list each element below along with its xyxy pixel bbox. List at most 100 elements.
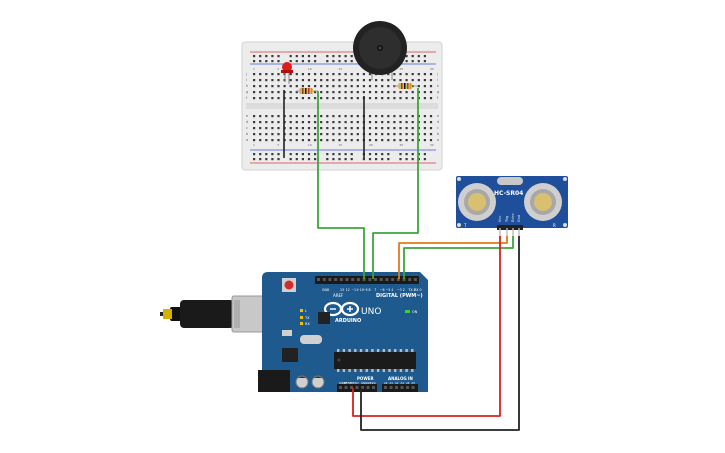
voltage-regulator [282, 348, 298, 362]
rx-led-label: RX [305, 322, 310, 326]
bb-col-label: 1 [253, 67, 255, 71]
digital-pin-label: 7 [374, 288, 376, 292]
bb-row-label: b [246, 132, 249, 136]
analog-pin-label: A1 [390, 381, 394, 385]
bb-row-label: i [437, 78, 438, 82]
bb-col-label: 20 [369, 143, 373, 147]
power-pin-label: RESET [345, 381, 354, 385]
wire-green-buzzer[interactable] [372, 88, 419, 279]
digital-pin-label: ~9 [363, 288, 368, 292]
bb-row-label: f [437, 96, 439, 100]
sensor-model-label: HC-SR04 [494, 190, 523, 197]
bb-row-label: d [437, 120, 439, 124]
capacitor-small [282, 330, 292, 336]
breadboard[interactable]: jjiihhggffeeddccbbaa11551010151520202525… [241, 41, 443, 171]
digital-gnd-label: GND [322, 288, 330, 292]
sensor-r-label: R [553, 223, 556, 228]
uno-text: UNO [361, 307, 381, 317]
digital-label: DIGITAL (PWM~) [376, 293, 423, 299]
bb-col-label: 30 [430, 143, 434, 147]
power-pin-label: GND [361, 381, 367, 385]
bb-row-label: h [246, 84, 248, 88]
dc-power-jack [258, 370, 290, 392]
sensor-pin-label: Vcc [498, 216, 502, 222]
tx-led [300, 316, 303, 319]
wire-orange-trig[interactable] [398, 236, 508, 279]
piezo-buzzer[interactable] [353, 21, 407, 80]
atmega-chip [334, 352, 416, 369]
power-pin-label: 3.3V [350, 381, 356, 385]
power-pin-label: Vin [372, 381, 376, 385]
bottom-pin-holes [339, 386, 415, 389]
digital-pin-label: TX 1 [407, 288, 415, 292]
usb-chip [318, 312, 330, 324]
bb-row-label: c [437, 126, 439, 130]
digital-pin-label: ~5 [386, 288, 391, 292]
bb-row-label: h [437, 84, 439, 88]
digital-pin-label: ~3 [397, 288, 402, 292]
digital-pin-label: 8 [369, 288, 371, 292]
bb-col-label: 10 [308, 67, 312, 71]
power-label: POWER [357, 376, 374, 381]
power-pin-label: IOREF [339, 381, 347, 385]
bb-col-label: 5 [277, 67, 279, 71]
bb-col-label: 30 [430, 67, 434, 71]
power-pin-label: 5V [356, 381, 360, 385]
bb-col-label: 25 [399, 67, 403, 71]
rx-led [300, 322, 303, 325]
bb-row-label: e [437, 114, 439, 118]
breadboard-center-channel [246, 103, 438, 109]
analog-pin-label: A3 [401, 381, 405, 385]
resistor-buzzer[interactable] [394, 83, 418, 89]
digital-pin-label: ~11 [351, 288, 358, 292]
digital-pin-label: ~10 [357, 288, 364, 292]
wire-red-vcc[interactable] [352, 236, 501, 417]
power-pin-label: GND [367, 381, 373, 385]
usb-cable[interactable] [160, 295, 267, 333]
bb-row-label: i [246, 78, 247, 82]
digital-header [315, 276, 419, 284]
bb-row-label: a [246, 138, 248, 142]
on-led-label: ON [412, 310, 418, 314]
reset-button[interactable] [284, 280, 294, 290]
bb-row-label: a [437, 138, 439, 142]
arduino-logo-text: ARDUINO [335, 318, 361, 324]
sensor-pin-label: Gnd [517, 215, 521, 222]
resistor-led[interactable] [296, 88, 318, 94]
bb-col-label: 15 [338, 67, 342, 71]
bb-row-label: j [245, 72, 247, 76]
capacitor-1 [295, 375, 309, 389]
digital-pin-holes [317, 278, 417, 281]
wire-green-led[interactable] [317, 91, 365, 279]
red-led[interactable] [281, 62, 293, 84]
bb-row-label: j [436, 72, 438, 76]
bb-row-label: c [246, 126, 248, 130]
aref-label: AREF [333, 293, 344, 298]
bb-row-label: b [437, 132, 440, 136]
sensor-pin-label: Echo [511, 214, 515, 223]
bb-col-label: 10 [308, 143, 312, 147]
analog-pin-label: A2 [395, 381, 399, 385]
wire-green-echo[interactable] [403, 236, 514, 279]
digital-pin-label: ~6 [380, 288, 385, 292]
capacitor-2 [311, 375, 325, 389]
sensor-crystal [497, 177, 523, 185]
l-led [300, 309, 303, 312]
chip-pins [337, 349, 414, 372]
on-led [405, 310, 410, 313]
bb-col-label: 15 [338, 143, 342, 147]
wire-black-gnd[interactable] [360, 236, 520, 431]
bb-row-label: g [246, 90, 248, 94]
bb-row-label: e [246, 114, 248, 118]
analog-pin-label: A5 [412, 381, 416, 385]
sensor-t-label: T [463, 223, 467, 228]
analog-pin-label: A4 [406, 381, 410, 385]
bb-col-label: 1 [253, 143, 255, 147]
analog-header [382, 384, 418, 392]
